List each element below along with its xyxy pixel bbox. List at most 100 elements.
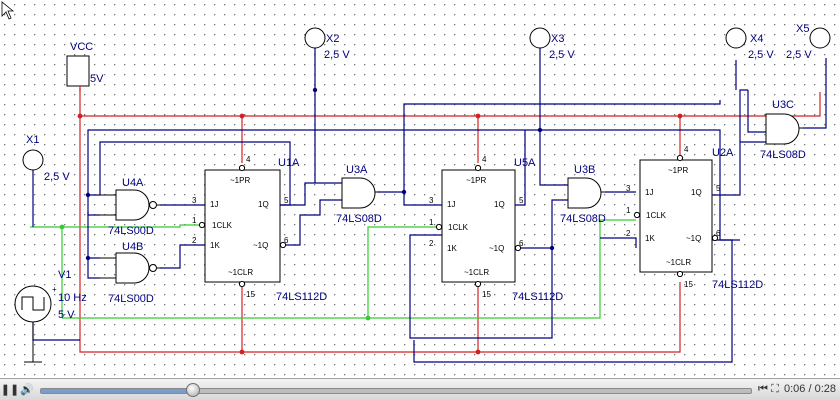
ff-num-clr: 15 <box>684 280 693 289</box>
gate-part: 74LS08D <box>760 149 806 161</box>
ff-part: 74LS112D <box>512 291 563 303</box>
ff-num-pr: 4 <box>482 155 487 164</box>
probe-rating: 2,5 V <box>549 49 575 61</box>
ff-pin-j: 1J <box>210 200 218 209</box>
ff-num-pr: 4 <box>684 145 689 154</box>
seek-handle[interactable] <box>185 383 200 397</box>
ff-pin-j: 1J <box>645 188 653 197</box>
elapsed-time: 0:06 <box>783 383 806 395</box>
probe-x1[interactable]: X1 2,5 V <box>22 134 70 183</box>
schematic-canvas[interactable]: VCC 5V V1 10 Hz 5 V + X1 2,5 V X2 2,5 V … <box>0 0 840 378</box>
ff-part: 74LS112D <box>712 279 763 291</box>
clock-source-v1[interactable]: V1 10 Hz 5 V + <box>14 269 87 363</box>
ff-pin-k: 1K <box>447 244 457 253</box>
seek-progress-fill <box>41 389 193 393</box>
ff-num-clr: 15 <box>246 290 255 299</box>
source-plus-sign: + <box>52 285 57 294</box>
flip-flop-u5a[interactable]: U5A 74LS112D ~1PR 1J 1CLK 1K 1Q ~1Q ~1CL… <box>429 155 563 303</box>
probe-rating: 2,5 V <box>748 49 774 61</box>
nand-gate-u4b[interactable]: U4B 74LS00D <box>100 241 162 305</box>
ff-pin-k: 1K <box>210 241 220 250</box>
ff-num-k: 2 <box>429 239 434 248</box>
ff-num-qn: 6 <box>716 229 721 238</box>
and-gate-u3b[interactable]: U3B 74LS08D <box>560 164 606 225</box>
gate-ref: U4A <box>122 177 144 189</box>
probe-rating: 2,5 V <box>324 49 350 61</box>
fullscreen-icon[interactable]: ⛶ <box>771 382 779 395</box>
skip-back-icon[interactable]: ⏮ <box>758 382 768 395</box>
ff-num-clr: 15 <box>482 290 491 299</box>
probe-rating: 2,5 V <box>786 49 812 61</box>
ff-pin-q: 1Q <box>691 188 702 197</box>
vcc-voltage: 5V <box>90 73 104 85</box>
pause-icon[interactable]: ❚❚ <box>0 383 20 396</box>
ff-num-q: 5 <box>284 196 289 205</box>
flip-flop-u2a[interactable]: U2A 74LS112D ~1PR 1J 1CLK 1K 1Q ~1Q ~1CL… <box>626 145 763 291</box>
ff-num-clk: 1 <box>626 206 631 215</box>
mouse-cursor-icon <box>1 1 15 20</box>
gate-ref: U3A <box>346 164 368 176</box>
clock-junction-dots <box>59 224 371 321</box>
vcc-source[interactable]: VCC 5V <box>66 41 104 92</box>
gate-ref: U3C <box>772 99 794 111</box>
probe-x3[interactable]: X3 2,5 V <box>529 27 575 61</box>
ff-pin-pr: ~1PR <box>466 176 486 185</box>
ff-pin-clr: ~1CLR <box>464 268 489 277</box>
ff-pin-qn: ~1Q <box>686 234 701 243</box>
ff-pin-clk: 1CLK <box>212 221 233 230</box>
ff-pin-clr: ~1CLR <box>666 258 691 267</box>
probe-x2[interactable]: X2 2,5 V <box>304 27 350 61</box>
probe-name: X5 <box>796 23 809 35</box>
probe-name: X1 <box>26 134 39 146</box>
ff-pin-clk: 1CLK <box>646 211 667 220</box>
probe-x5[interactable]: X5 2,5 V <box>786 23 831 61</box>
ff-ref: U1A <box>278 157 300 169</box>
probe-x4[interactable]: X4 2,5 V <box>725 27 774 61</box>
ff-pin-qn: ~1Q <box>253 241 268 250</box>
vcc-label: VCC <box>70 41 93 53</box>
ff-num-k: 2 <box>192 236 197 245</box>
ff-pin-j: 1J <box>447 200 455 209</box>
total-duration: 0:28 <box>814 383 836 395</box>
ff-num-k: 2 <box>626 229 631 238</box>
source-amplitude: 5 V <box>58 309 75 321</box>
and-gate-u3c[interactable]: U3C 74LS08D <box>760 99 806 161</box>
gate-part: 74LS00D <box>108 225 154 237</box>
timecode: 0:06 / 0:28 <box>784 383 836 395</box>
seek-bar[interactable] <box>40 383 752 397</box>
ff-pin-q: 1Q <box>494 200 505 209</box>
ff-num-clk: 1 <box>429 218 434 227</box>
ff-ref: U2A <box>712 147 734 159</box>
nand-gate-u4a[interactable]: U4A 74LS00D <box>100 177 162 237</box>
volume-icon[interactable]: 🔊 <box>20 383 34 396</box>
ff-part: 74LS112D <box>276 291 327 303</box>
probe-name: X3 <box>551 33 564 45</box>
ff-num-q: 5 <box>716 184 721 193</box>
ff-num-qn: 6 <box>284 236 289 245</box>
and-gate-u3a[interactable]: U3A 74LS08D <box>336 164 382 225</box>
gate-part: 74LS00D <box>108 293 154 305</box>
ff-num-pr: 4 <box>246 155 251 164</box>
ff-pin-qn: ~1Q <box>489 244 504 253</box>
flip-flop-u1a[interactable]: U1A 74LS112D ~1PR 1J 1CLK 1K 1Q ~1Q ~1CL… <box>192 155 327 303</box>
video-player-bar: ❚❚ 🔊 ⏮ ⛶ 0:06 / 0:28 <box>0 378 840 400</box>
source-name: V1 <box>58 269 71 281</box>
ff-pin-pr: ~1PR <box>668 166 688 175</box>
ff-pin-k: 1K <box>645 234 655 243</box>
probe-name: X4 <box>750 33 763 45</box>
ff-num-j: 3 <box>626 184 631 193</box>
ff-pin-clr: ~1CLR <box>228 268 253 277</box>
ff-num-q: 5 <box>519 196 524 205</box>
ff-ref: U5A <box>514 157 536 169</box>
grid-background <box>0 0 840 378</box>
ff-num-j: 3 <box>429 196 434 205</box>
junction-dots <box>77 113 683 355</box>
gate-part: 74LS08D <box>336 213 382 225</box>
ff-pin-pr: ~1PR <box>230 176 250 185</box>
gate-part: 74LS08D <box>560 213 606 225</box>
probe-rating: 2,5 V <box>44 171 70 183</box>
signal-junction-dots <box>85 87 555 261</box>
time-separator: / <box>808 383 815 395</box>
ff-num-clk: 1 <box>192 216 197 225</box>
